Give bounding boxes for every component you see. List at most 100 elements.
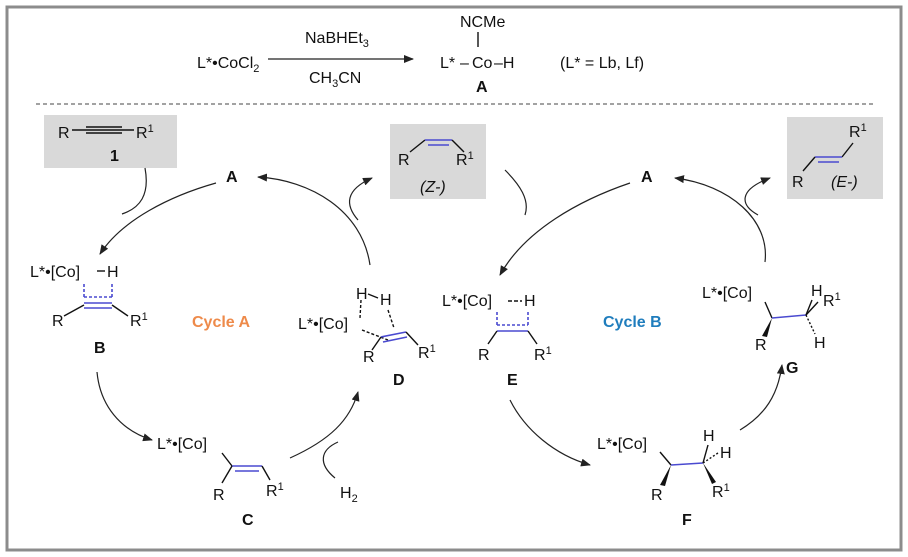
f-cc-bond [670, 462, 704, 466]
g-r1: R1 [823, 291, 841, 310]
f-wedge [703, 463, 716, 484]
d-label: D [393, 372, 405, 389]
arrow-b-to-c [96, 371, 153, 442]
f-label: F [682, 512, 692, 529]
reagent-ch3cn: CH3CN [309, 70, 361, 90]
h2: H2 [340, 485, 358, 505]
arrow-g-to-a [674, 175, 766, 263]
e-r: R [792, 174, 804, 191]
b-co: L*•[Co] [30, 264, 80, 281]
g-h-bond [805, 299, 813, 316]
c-label: C [242, 512, 254, 529]
z-alkene-box: R R1 (Z-) [390, 124, 486, 199]
e-r1: R1 [534, 345, 552, 364]
z-bond [409, 139, 426, 153]
d-r-bond [371, 336, 382, 351]
arrow-e-out [744, 177, 771, 216]
g-co: L*•[Co] [702, 285, 752, 302]
arrow-z-out [349, 177, 373, 221]
product-co: Co [472, 55, 493, 72]
e-bond [802, 156, 816, 172]
arrow-h2-in [322, 441, 339, 479]
arrow-c-to-d [289, 391, 360, 459]
cycle-a-title: Cycle A [192, 314, 251, 331]
alkyne-r: R [58, 125, 70, 142]
d-dash-bond [359, 299, 362, 319]
c-r: R [213, 487, 225, 504]
b-bond [63, 304, 85, 317]
alkyne-label-1: 1 [110, 148, 119, 165]
b-r1: R1 [130, 311, 148, 330]
z-label: (Z-) [420, 179, 446, 196]
d-r: R [363, 349, 375, 366]
e-box-bg [787, 117, 883, 199]
e-r1: R1 [849, 122, 867, 141]
ligand-note: (L* = Lb, Lf) [560, 55, 644, 72]
product-h: –H [494, 55, 514, 72]
f-h: H [703, 428, 715, 445]
arrow-d-to-a [257, 173, 371, 266]
e-alkene-box: R1 R (E-) [787, 117, 883, 199]
e-label: (E-) [831, 174, 858, 191]
e-co: L*•[Co] [442, 293, 492, 310]
reactant-cocl2: L*•CoCl2 [197, 55, 259, 75]
b-h: H [107, 264, 119, 281]
g-wedge [762, 318, 772, 337]
cycle-a-top-a: A [226, 169, 238, 186]
arrow-a-to-b [99, 182, 217, 255]
b-bond [111, 304, 129, 317]
d-r1: R1 [418, 343, 436, 362]
d-double-bond [380, 331, 407, 338]
product-label-a: A [476, 79, 488, 96]
d-dash-bond [387, 309, 395, 329]
z-bond [451, 139, 465, 153]
z-box-bg [390, 124, 486, 199]
f-wedge [660, 465, 671, 486]
figure-frame [5, 5, 903, 552]
d-double-bond [382, 336, 408, 343]
e-r-bond [487, 330, 498, 345]
g-h2: H [814, 335, 826, 352]
c-r1-bond [261, 465, 271, 481]
b-label: B [94, 340, 106, 357]
product-l-star: L* [440, 55, 455, 72]
d-co: L*•[Co] [298, 316, 348, 333]
z-r: R [398, 152, 410, 169]
b-r: R [52, 313, 64, 330]
arrow-e-to-f [509, 399, 591, 467]
c-co-bond [221, 452, 233, 467]
alkyne-box-bg [44, 115, 177, 168]
g-h1: H [811, 283, 823, 300]
d-h-h-bond [367, 293, 379, 299]
g-co-bond [764, 301, 773, 319]
c-r1: R1 [266, 481, 284, 500]
f-r1: R1 [712, 482, 730, 501]
g-cc-bond [771, 314, 807, 319]
arrow-z-in [504, 169, 527, 216]
product-dash: – [460, 55, 469, 72]
f-h-bond [702, 444, 709, 464]
d-r1-bond [405, 331, 419, 346]
z-r1: R1 [456, 150, 474, 169]
f-co-bond [659, 451, 672, 466]
c-r-bond [221, 465, 233, 484]
top-reaction: L*•CoCl2 NaBHEt3 CH3CN NCMe L* – Co –H A… [197, 14, 644, 96]
c-co: L*•[Co] [157, 436, 207, 453]
e-r1-bond [527, 330, 538, 345]
f-h-dash [702, 452, 719, 464]
cycle-a: A Cycle A L*•[Co] H R R1 B L*•[Co] R R1 … [30, 167, 436, 529]
cycle-b: A Cycle B L*•[Co] H R R1 E L*•[Co] H H R… [442, 169, 841, 529]
f-co: L*•[Co] [597, 436, 647, 453]
e-label: E [507, 372, 518, 389]
cycle-b-title: Cycle B [603, 314, 662, 331]
arrow-a-to-e [499, 182, 631, 276]
product-ligand-ncme: NCMe [460, 14, 505, 31]
alkyne-r1: R1 [136, 123, 154, 142]
d-h-a: H [356, 286, 368, 303]
e-h: H [524, 293, 536, 310]
g-r1-bond [805, 301, 819, 316]
f-r: R [651, 487, 663, 504]
e-r: R [478, 347, 490, 364]
e-bond [841, 142, 854, 158]
